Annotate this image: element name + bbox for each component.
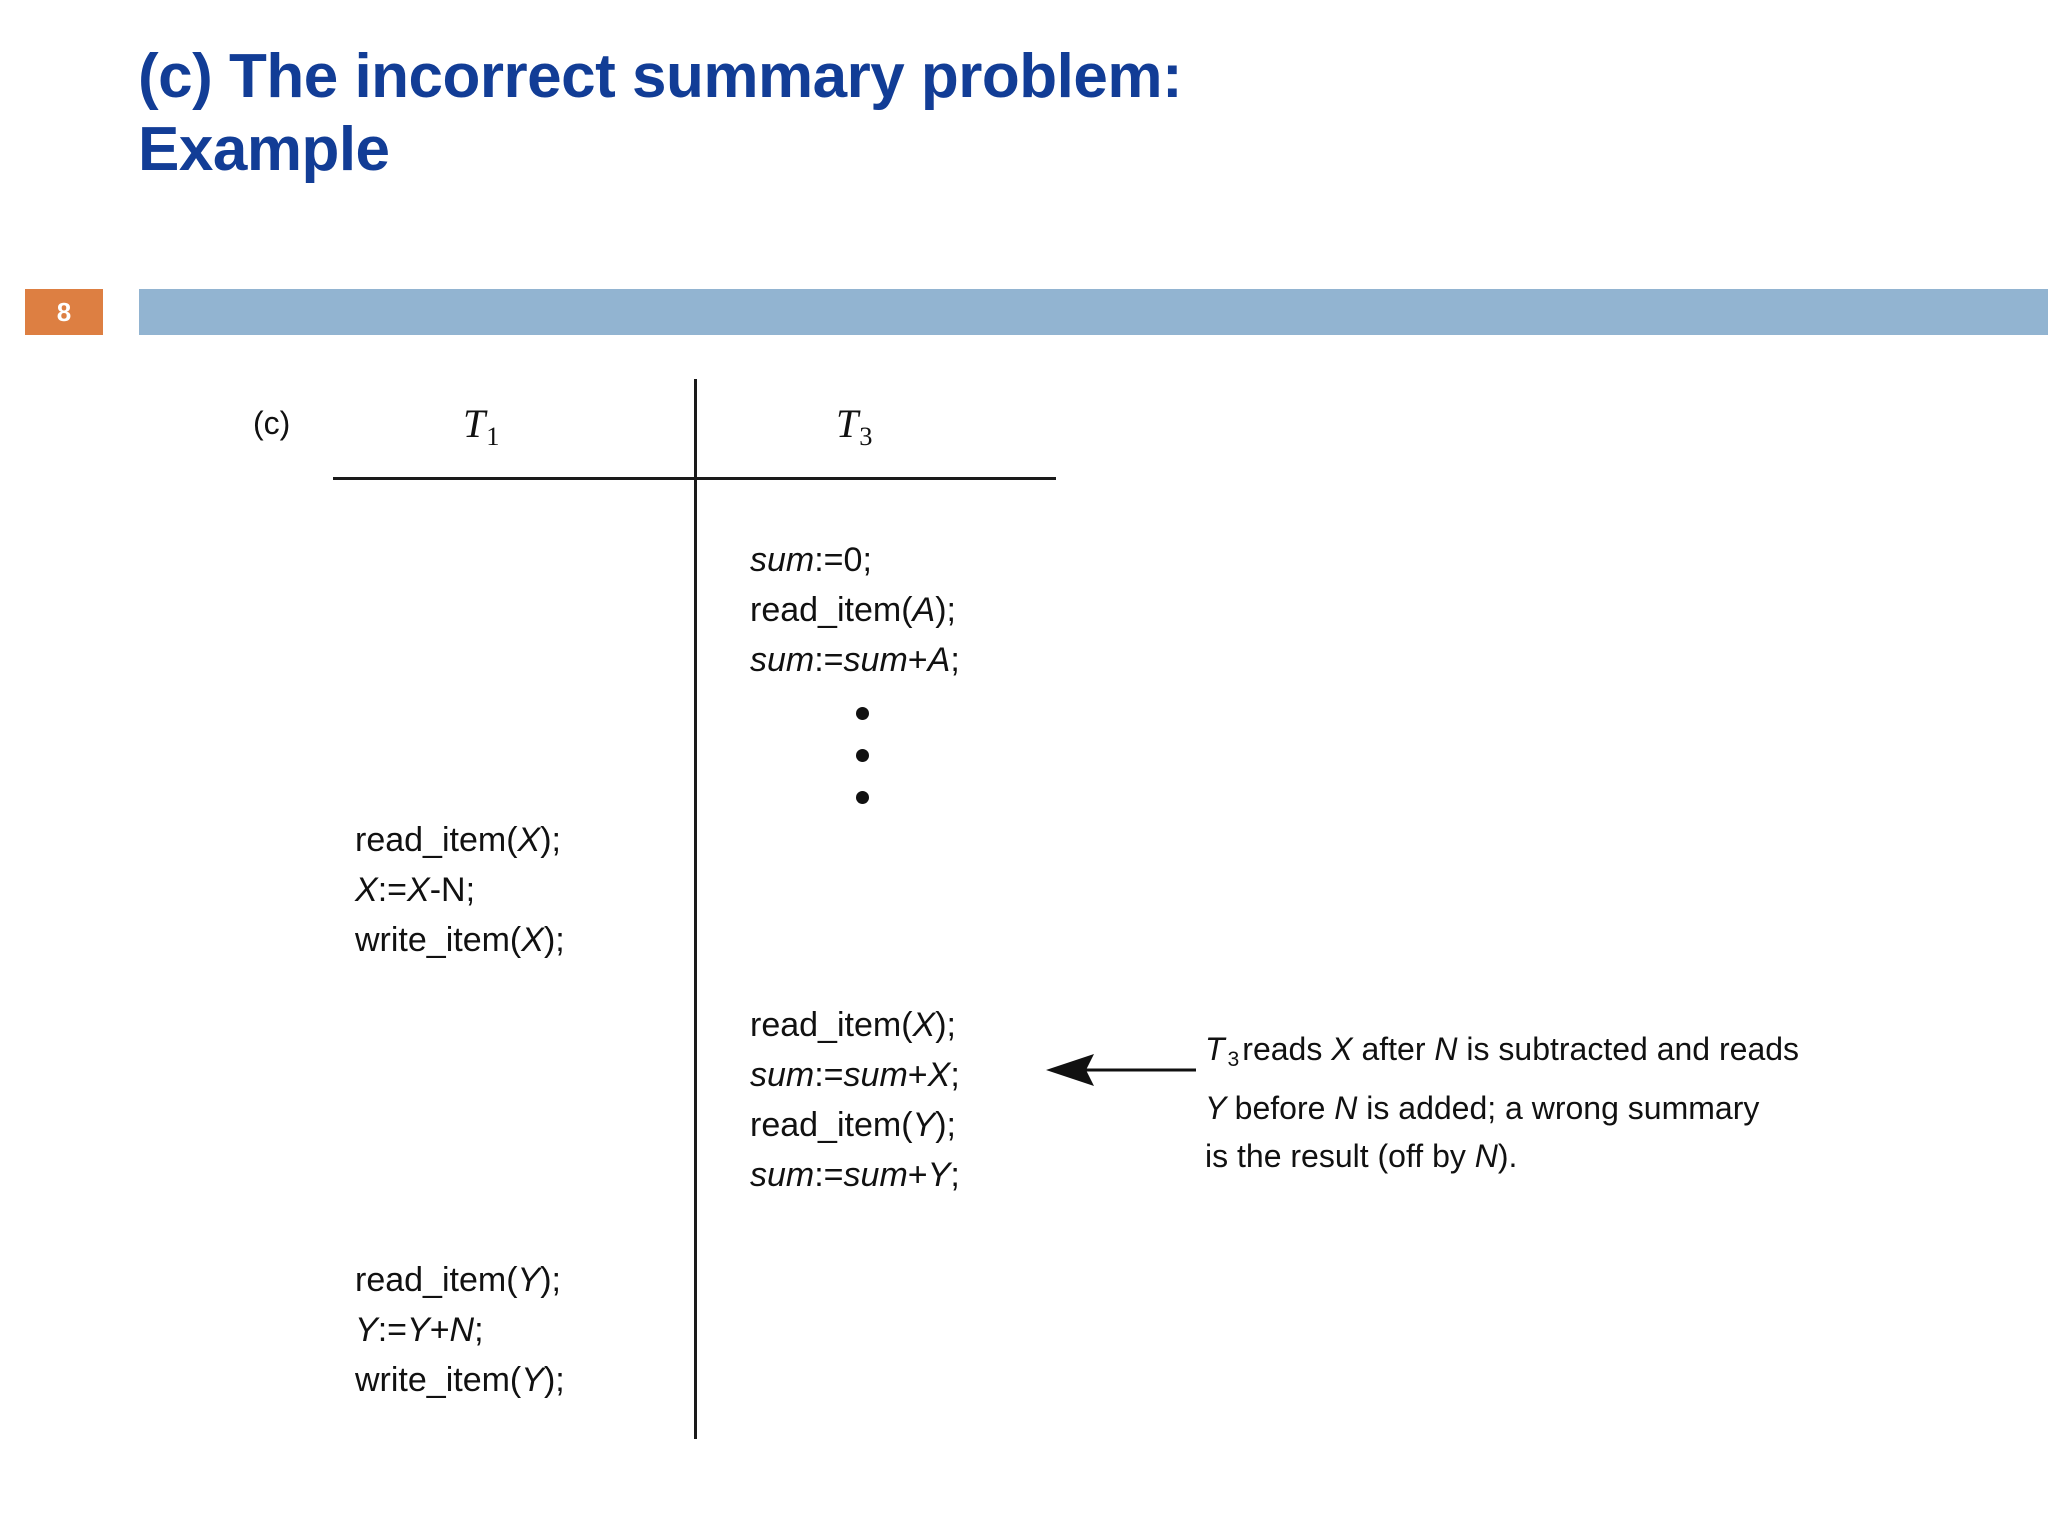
code-block-t1-second: read_item(Y); Y:=Y+N; write_item(Y); <box>355 1255 565 1405</box>
code-line: is the result (off by N). <box>1205 1138 1518 1175</box>
left-arrow-icon <box>1046 1054 1196 1086</box>
code-line: Y:=Y+N; <box>355 1311 484 1349</box>
code-line: sum:=sum+A; <box>750 641 960 679</box>
code-line: read_item(Y); <box>750 1106 956 1144</box>
page-title: (c) The incorrect summary problem: Examp… <box>138 40 1898 186</box>
code-line: read_item(X); <box>750 1006 956 1044</box>
code-block-t1-first: read_item(X); X:=X-N; write_item(X); <box>355 815 565 965</box>
code-block-t3-second: read_item(X); sum:=sum+X; read_item(Y);sum… <box>750 1000 960 1200</box>
code-line: read_item(Y); <box>355 1261 561 1299</box>
slide-header-band: 8 <box>0 289 2048 335</box>
code-line: sum:=sum+X; <box>750 1056 960 1094</box>
column-header-t1-subscript: 1 <box>486 421 500 452</box>
code-line: write_item(Y); <box>355 1361 565 1399</box>
slide-number-badge: 8 <box>25 289 103 335</box>
page-title-line-1: (c) The incorrect summary problem: <box>138 42 1183 111</box>
code-line: write_item(X); <box>355 921 565 959</box>
column-header-t1: T1 <box>463 400 499 452</box>
column-header-t3: T3 <box>836 400 872 452</box>
column-header-t3-name: T <box>836 401 859 446</box>
header-accent-bar <box>139 289 2048 335</box>
column-header-t3-subscript: 3 <box>859 421 873 452</box>
code-line: sum:=sum+Y; <box>750 1156 960 1194</box>
code-line: read_item(A); <box>750 591 956 629</box>
figure-part-label: (c) <box>253 405 291 441</box>
page-title-line-2: Example <box>138 115 390 185</box>
vertical-ellipsis-icon <box>856 707 869 833</box>
code-line: X:=X-N; <box>355 871 476 909</box>
column-divider-line <box>694 379 697 1439</box>
column-header-t1-name: T <box>463 401 486 446</box>
code-line: sum:=0; <box>750 541 872 579</box>
code-block-t3-first: sum:=0; read_item(A); sum:=sum+A; <box>750 535 960 685</box>
code-line: Y before N is added; a wrong summary <box>1205 1090 1760 1127</box>
code-line: read_item(X); <box>355 821 561 859</box>
